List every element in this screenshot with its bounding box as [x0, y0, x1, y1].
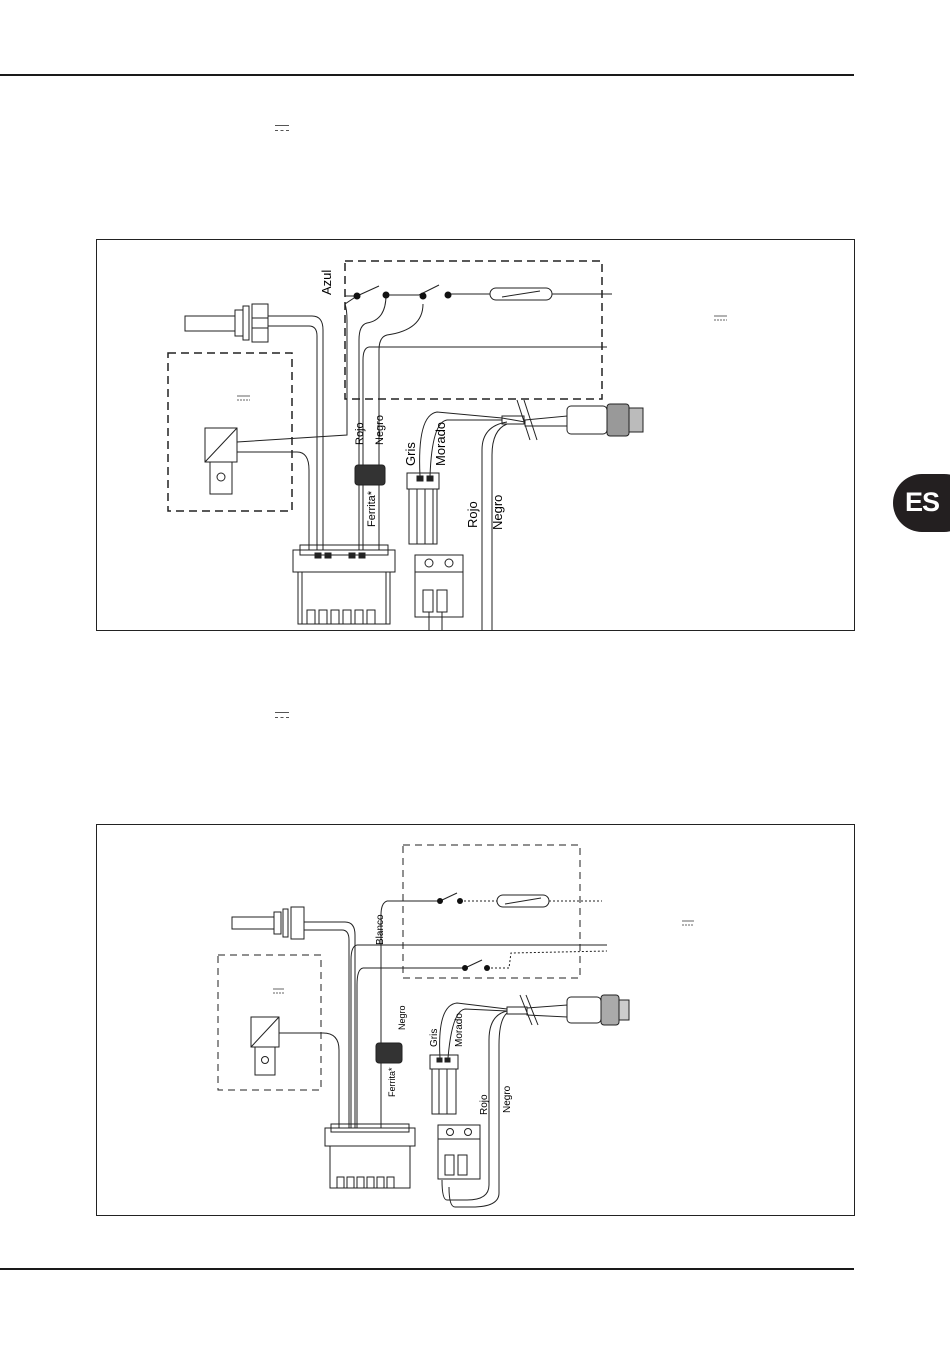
switch-box [403, 845, 580, 978]
ferrite-core [355, 465, 385, 485]
wiring-diagram-1-svg: Azul Rojo Negro Gris Morado Ferrita* Roj… [97, 240, 854, 630]
label-negro: Negro [397, 1005, 407, 1030]
ferrite-core [376, 1043, 402, 1063]
m12-plug [567, 406, 607, 434]
dc-symbol-icon [275, 712, 289, 720]
switch-box [345, 261, 602, 399]
top-rule [0, 74, 854, 76]
valve-box [168, 353, 292, 511]
wiring-diagram-2-svg: Blanco Negro Gris Morado Ferrita* Rojo N… [97, 825, 854, 1215]
terminal-block [293, 550, 395, 572]
dc-symbol-icon [714, 316, 727, 320]
wiring-diagram-2: Blanco Negro Gris Morado Ferrita* Rojo N… [96, 824, 855, 1216]
wiring-diagram-1: Azul Rojo Negro Gris Morado Ferrita* Roj… [96, 239, 855, 631]
label-rojo-b: Rojo [465, 501, 480, 528]
screw-terminal [438, 1125, 480, 1179]
bottom-rule [0, 1268, 854, 1270]
label-gris: Gris [429, 1029, 440, 1047]
dc-symbol-icon [682, 921, 694, 925]
label-ferrita: Ferrita* [387, 1067, 397, 1097]
dc-symbol-icon [237, 396, 250, 400]
m12-plug [567, 997, 601, 1023]
label-negro: Negro [374, 415, 386, 445]
label-morado: Morado [433, 422, 448, 466]
label-azul: Azul [319, 270, 334, 295]
language-tab-label: ES [905, 487, 939, 518]
dc-symbol-icon [273, 989, 284, 993]
label-rojo: Rojo [479, 1094, 490, 1115]
terminal-block [325, 1128, 415, 1146]
language-tab: ES [893, 474, 950, 532]
label-morado: Morado [454, 1013, 465, 1047]
label-negro-b: Negro [502, 1085, 513, 1113]
screw-terminal [415, 555, 463, 617]
dc-symbol-icon [275, 125, 289, 133]
label-rojo: Rojo [354, 422, 366, 445]
label-negro-b: Negro [490, 495, 505, 530]
label-gris: Gris [403, 442, 418, 466]
valve-box [218, 955, 321, 1090]
label-ferrita: Ferrita* [366, 490, 378, 527]
label-blanco: Blanco [375, 914, 386, 945]
